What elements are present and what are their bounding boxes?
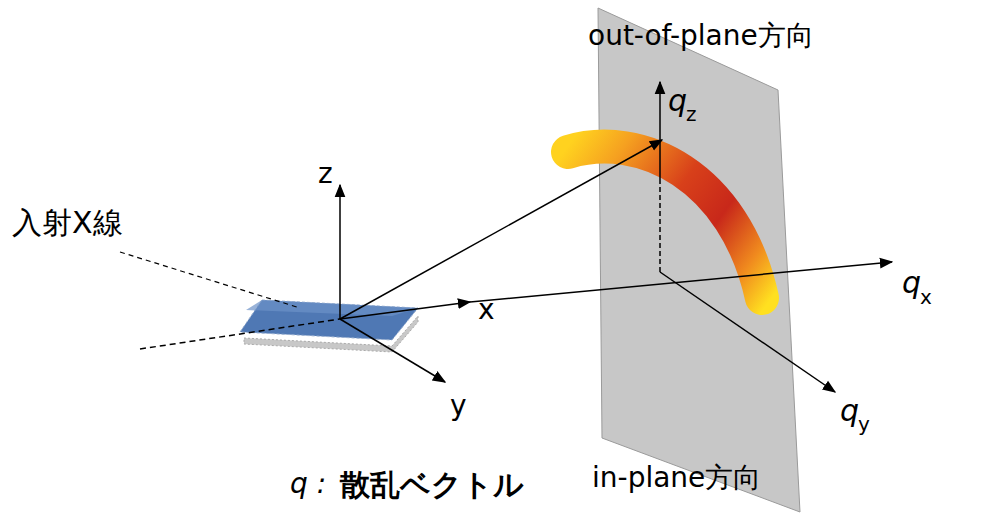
incident-beam (140, 319, 340, 349)
axis-label: x (478, 296, 495, 324)
subscript: y (858, 414, 870, 434)
caption-label: 散乱ベクトル (340, 470, 524, 500)
film-top (246, 300, 418, 316)
scattered-ray (340, 140, 662, 319)
axis-direction-label: out-of-plane方向 (588, 22, 814, 50)
y-axis (340, 319, 445, 382)
qy-axis (660, 272, 835, 392)
axis-direction-label: in-plane方向 (592, 464, 761, 492)
qz-axis-dashed (659, 180, 661, 272)
z-axis (339, 185, 341, 319)
detector-plane (598, 8, 800, 512)
qz-axis (659, 82, 661, 180)
vector-symbol: q (668, 86, 687, 116)
subscript: x (920, 287, 932, 307)
leader-line (120, 252, 300, 308)
subscript: z (686, 104, 697, 124)
vector-symbol: q : (290, 470, 326, 498)
axis-label: z (318, 160, 333, 188)
vector-symbol: q (840, 396, 859, 426)
beam-label: 入射X線 (12, 208, 123, 238)
axis-label: y (450, 392, 467, 420)
vector-symbol: q (902, 268, 921, 298)
qx-axis (470, 262, 892, 302)
x-axis (340, 302, 470, 319)
